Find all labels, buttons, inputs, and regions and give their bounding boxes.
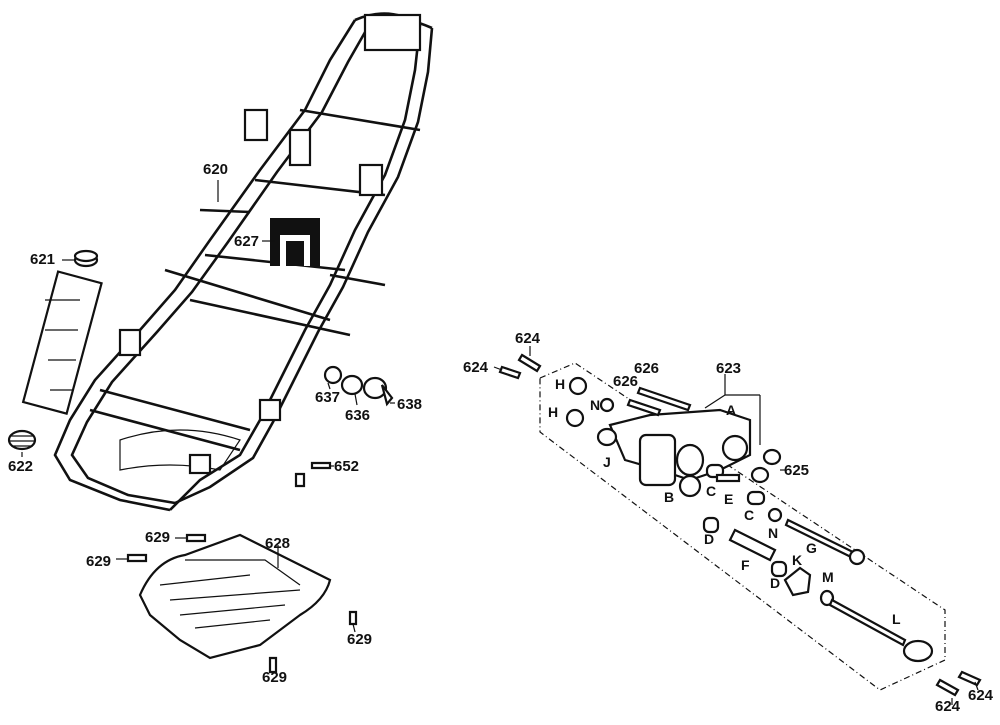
label-M: M [822, 569, 834, 585]
part-652-bolt [310, 461, 332, 470]
label-629-d: 629 [262, 669, 288, 686]
label-B: B [664, 489, 675, 505]
label-638: 638 [397, 396, 423, 413]
engine-hanger-assembly [498, 353, 982, 697]
label-637: 637 [315, 389, 341, 406]
label-652: 652 [334, 458, 360, 475]
label-622: 622 [8, 458, 34, 475]
frame-620 [21, 12, 434, 512]
label-L: L [892, 611, 901, 627]
leader-lines [21, 180, 979, 705]
label-H-2: H [548, 404, 559, 420]
label-629-c: 629 [347, 631, 373, 648]
floor-panel-628 [138, 533, 332, 660]
label-627: 627 [234, 233, 260, 250]
label-626-b: 626 [613, 373, 639, 390]
label-E: E [724, 491, 734, 507]
label-624-c: 624 [935, 698, 961, 715]
label-G: G [806, 540, 817, 556]
label-624-a: 624 [515, 330, 541, 347]
label-626-a: 626 [634, 360, 660, 377]
label-F: F [741, 557, 750, 573]
part-638-clip [380, 384, 394, 407]
label-629-b: 629 [86, 553, 112, 570]
label-J: J [603, 454, 611, 470]
label-N-1: N [590, 397, 601, 413]
label-624-b: 624 [463, 359, 489, 376]
label-K: K [792, 552, 803, 568]
label-621: 621 [30, 251, 56, 268]
label-D-1: D [704, 531, 715, 547]
label-636: 636 [345, 407, 371, 424]
part-636-bushing [340, 374, 364, 396]
label-D-2: D [770, 575, 781, 591]
label-625: 625 [784, 462, 810, 479]
label-623: 623 [716, 360, 742, 377]
label-624-d: 624 [968, 687, 994, 704]
label-N-2: N [768, 525, 779, 541]
label-C-2: C [744, 507, 755, 523]
label-620: 620 [203, 161, 229, 178]
label-C-1: C [706, 483, 717, 499]
label-A: A [726, 402, 737, 418]
label-629-a: 629 [145, 529, 171, 546]
part-637-nut [323, 365, 343, 385]
part-629-bolt [185, 533, 207, 543]
label-628: 628 [265, 535, 291, 552]
label-H-1: H [555, 376, 566, 392]
